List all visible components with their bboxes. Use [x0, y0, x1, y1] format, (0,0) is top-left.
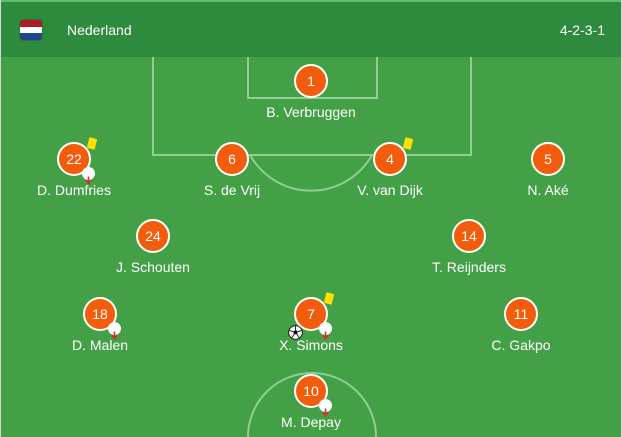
player-name: N. Aké [527, 182, 569, 198]
player-name: M. Depay [281, 414, 341, 430]
center-circle-arc [247, 372, 377, 437]
player-number: 18 [83, 297, 121, 340]
team-header: Nederland 4-2-3-1 [1, 0, 621, 57]
player-number: 14 [452, 219, 486, 253]
player-number: 11 [504, 297, 538, 331]
substitution-out-icon [319, 399, 332, 417]
player-number: 5 [531, 142, 565, 176]
player-marker[interactable]: 11 C. Gakpo [451, 297, 591, 353]
player-marker[interactable]: 4 V. van Dijk [320, 137, 460, 198]
player-name: J. Schouten [116, 259, 190, 275]
player-name: B. Verbruggen [266, 104, 356, 120]
goal-ball-icon [288, 320, 303, 340]
player-number: 1 [294, 64, 328, 98]
player-name: T. Reijnders [432, 259, 506, 275]
substitution-out-icon [319, 322, 332, 340]
pitch [152, 57, 472, 437]
player-name: X. Simons [279, 337, 343, 353]
player-name: D. Malen [71, 337, 129, 353]
player-marker[interactable]: 14 T. Reijnders [399, 219, 539, 275]
player-name: D. Dumfries [37, 182, 111, 198]
penalty-arc [249, 154, 373, 192]
substitution-out-icon [108, 322, 121, 340]
player-marker[interactable]: 5 N. Aké [478, 142, 618, 198]
formation-label: 4-2-3-1 [559, 22, 605, 38]
yellow-card-icon [323, 292, 335, 305]
goal-area [247, 57, 378, 99]
player-number: 22 [57, 137, 98, 185]
netherlands-flag-icon [20, 20, 42, 40]
player-number: 7 [288, 292, 335, 340]
player-marker[interactable]: 1 B. Verbruggen [241, 64, 381, 120]
player-number: 6 [215, 142, 249, 176]
player-number: 4 [373, 137, 414, 176]
penalty-area [152, 57, 472, 156]
flag-stripe-white [20, 26, 42, 34]
team-name: Nederland [67, 22, 132, 38]
player-name: C. Gakpo [491, 337, 551, 353]
flag-stripe-blue [20, 33, 42, 40]
substitution-out-icon [82, 167, 95, 185]
yellow-card-icon [86, 137, 98, 150]
flag-stripe-red [20, 20, 42, 27]
player-marker[interactable]: 6 S. de Vrij [162, 142, 302, 198]
player-number: 24 [136, 219, 170, 253]
player-number: 10 [294, 374, 332, 417]
player-marker[interactable]: 24 J. Schouten [83, 219, 223, 275]
yellow-card-icon [402, 137, 414, 150]
player-name: V. van Dijk [357, 182, 423, 198]
player-name: S. de Vrij [203, 182, 261, 198]
